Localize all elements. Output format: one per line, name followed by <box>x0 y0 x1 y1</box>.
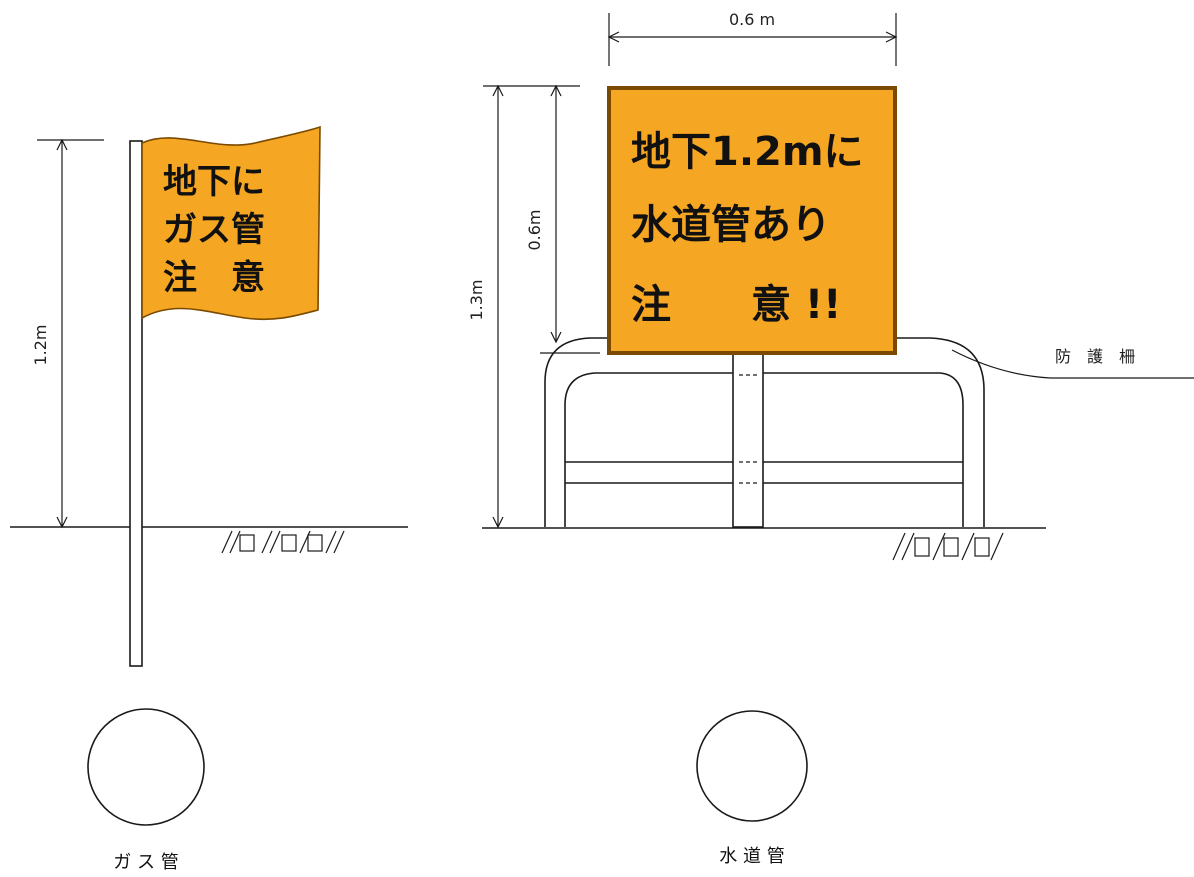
water-sign-height-label: 0.6m <box>525 209 544 250</box>
water-width-dimension <box>607 13 898 66</box>
fence-leader-line <box>951 349 1194 379</box>
gas-height-dimension <box>37 138 104 529</box>
gas-pipe-circle <box>87 708 205 826</box>
gas-flag-line-3: 注 意 <box>163 258 265 298</box>
gas-ground-hatch <box>221 530 345 554</box>
water-pipe-circle <box>696 710 808 822</box>
water-sign-height-dimension <box>483 84 600 354</box>
gas-flag <box>141 125 321 321</box>
water-sign-panel <box>607 86 897 355</box>
protective-fence <box>544 337 985 528</box>
water-sign-line-1: 地下1.2mに <box>631 129 864 175</box>
water-width-label: 0.6 m <box>729 10 775 29</box>
gas-marker: 地下に ガス管 注 意 1.2m ガ ス 管 <box>10 125 408 873</box>
water-marker: 地下1.2mに 水道管あり 注 意 !! 0.6 m 0.6m 1.3m <box>467 10 1194 867</box>
water-ground-hatch <box>892 532 1004 561</box>
water-total-height-dimension <box>492 84 504 529</box>
gas-caption: ガ ス 管 <box>113 852 178 873</box>
water-total-height-label: 1.3m <box>467 279 486 320</box>
gas-height-label: 1.2m <box>31 324 50 365</box>
water-sign-line-2: 水道管あり <box>631 202 831 248</box>
gas-flag-line-2: ガス管 <box>163 210 265 250</box>
fence-label: 防 護 柵 <box>1055 347 1135 366</box>
gas-pole <box>129 140 143 667</box>
water-caption: 水 道 管 <box>719 846 784 867</box>
gas-flag-line-1: 地下に <box>163 162 265 202</box>
water-sign-line-3: 注 意 !! <box>631 282 841 328</box>
